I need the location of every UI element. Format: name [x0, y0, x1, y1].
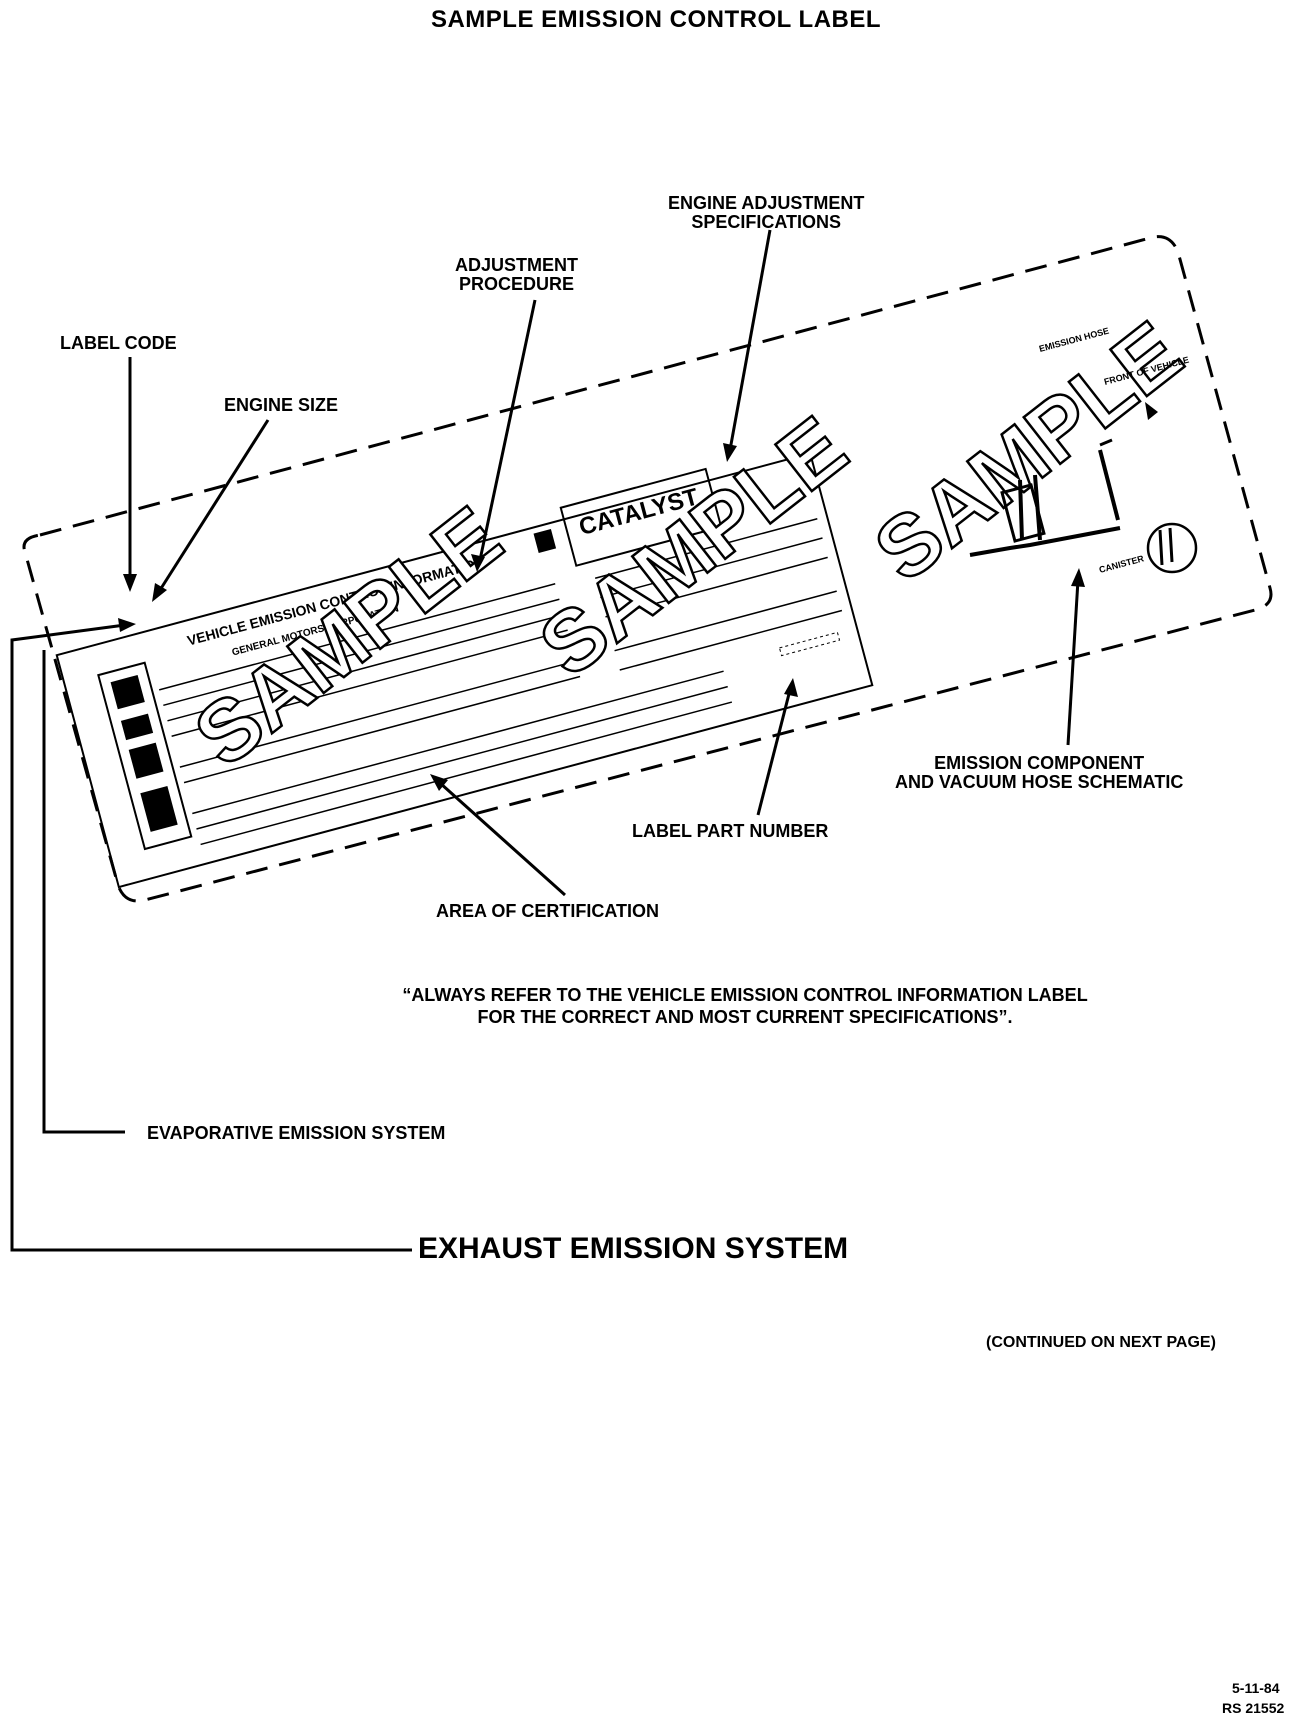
label-part-number-callout: LABEL PART NUMBER: [632, 821, 829, 841]
exhaust-callout: EXHAUST EMISSION SYSTEM: [418, 1232, 849, 1265]
engine-adjustment-line2: SPECIFICATIONS: [691, 212, 842, 232]
emission-component-callout: EMISSION COMPONENT AND VACUUM HOSE SCHEM…: [895, 754, 1183, 792]
emission-component-line1: EMISSION COMPONENT: [934, 753, 1145, 773]
arrowheads: [118, 443, 1085, 791]
engine-size-callout: ENGINE SIZE: [224, 395, 339, 415]
engine-adjustment-line1: ENGINE ADJUSTMENT: [668, 193, 865, 213]
evaporative-callout: EVAPORATIVE EMISSION SYSTEM: [147, 1123, 446, 1143]
label-code-callout: LABEL CODE: [60, 333, 177, 353]
adjustment-procedure-callout: ADJUSTMENT PROCEDURE: [455, 256, 578, 294]
footer-ref: RS 21552: [1222, 1700, 1285, 1716]
continued-note: (CONTINUED ON NEXT PAGE): [986, 1334, 1216, 1351]
emission-component-line2: AND VACUUM HOSE SCHEMATIC: [895, 772, 1184, 792]
schematic-canister-text: CANISTER: [1098, 553, 1146, 575]
adjustment-procedure-line1: ADJUSTMENT: [455, 255, 579, 275]
label-outline: [22, 235, 1273, 903]
engine-adjustment-callout: ENGINE ADJUSTMENT SPECIFICATIONS: [668, 194, 864, 232]
area-of-certification-callout: AREA OF CERTIFICATION: [436, 901, 659, 921]
adjustment-procedure-line2: PROCEDURE: [459, 274, 575, 294]
leader-lines: [10, 229, 1080, 1252]
page-title: SAMPLE EMISSION CONTROL LABEL: [430, 6, 882, 33]
notice-line2: FOR THE CORRECT AND MOST CURRENT SPECIFI…: [477, 1007, 1013, 1027]
footer-date: 5-11-84: [1232, 1680, 1280, 1696]
notice-line1: “ALWAYS REFER TO THE VEHICLE EMISSION CO…: [402, 985, 1088, 1005]
sample-watermark-3: SAMPLE: [858, 304, 1200, 600]
notice: “ALWAYS REFER TO THE VEHICLE EMISSION CO…: [330, 984, 1160, 1028]
